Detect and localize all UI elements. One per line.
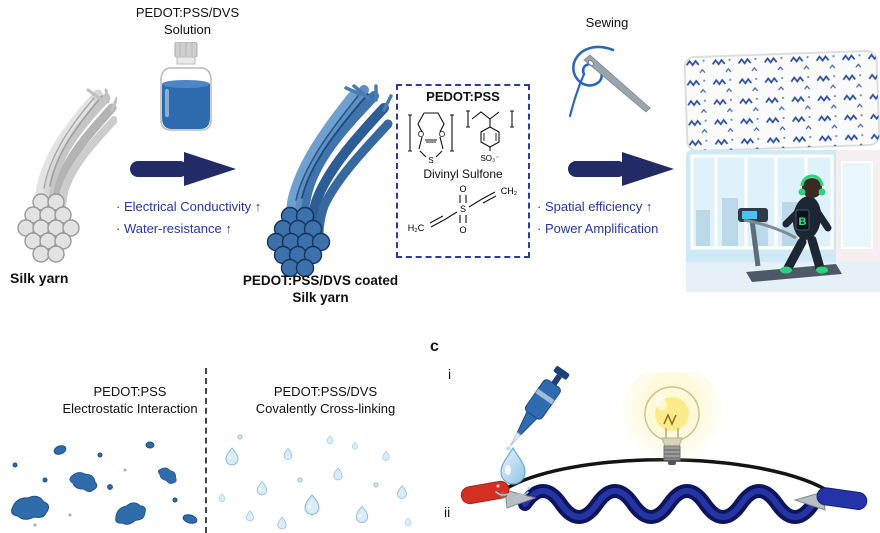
divinyl-sulfone-structure-icon: S O O CH₂ H₂C	[408, 184, 518, 235]
dvs-s: S	[460, 204, 466, 214]
arrow1-note-water: · Water-resistance ↑	[116, 221, 232, 236]
light-bulb-icon	[620, 372, 724, 468]
solution-label-line1: PEDOT:PSS/DVS	[135, 5, 240, 20]
panel-b-right-line2: Covalently Cross-linking	[255, 401, 396, 416]
pipette-icon	[506, 366, 570, 451]
runner-figure: B	[780, 174, 832, 274]
dvs-o-top: O	[459, 184, 466, 194]
dvs-o-bottom: O	[459, 225, 466, 235]
circuit-illustration	[460, 458, 868, 524]
solution-bottle-icon	[160, 42, 212, 131]
arrow2-notes: · Spatial efficiency ↑ · Power Amplifica…	[537, 196, 658, 240]
workout-scene-image: B	[686, 150, 880, 292]
process-arrow-1-icon	[130, 152, 236, 186]
pss-so3: SO₃⁻	[480, 154, 499, 163]
sewn-yarn-conductor	[518, 484, 820, 524]
solution-label-line2: Solution	[164, 22, 211, 37]
dvs-ch2: CH₂	[501, 186, 518, 196]
panel-c-label: c	[430, 338, 439, 355]
water-drop-icon	[495, 446, 531, 496]
edot-o-right: O	[439, 130, 445, 139]
arrow1-note-conductivity: · Electrical Conductivity ↑	[116, 199, 262, 214]
process-arrow-2-icon	[568, 152, 674, 186]
sewing-needle-icon	[568, 45, 651, 118]
coated-yarn-label: PEDOT:PSS/DVS coated Silk yarn	[228, 272, 413, 306]
pedot-aggregates	[11, 441, 198, 525]
coated-yarn-label-line1: PEDOT:PSS/DVS coated	[242, 273, 399, 288]
panel-b-right-line1: PEDOT:PSS/DVS	[273, 384, 378, 399]
panel-b-right-caption: PEDOT:PSS/DVS Covalently Cross-linking	[228, 383, 423, 417]
blue-alligator-clip-icon	[793, 487, 868, 511]
silk-yarn-label: Silk yarn	[10, 270, 69, 286]
silk-yarn-illustration	[17, 88, 117, 263]
coated-yarn-illustration	[266, 84, 393, 278]
arrow2-note-power: · Power Amplification	[537, 221, 659, 236]
panel-b-illustration	[11, 434, 412, 530]
panel-b-divider	[205, 368, 207, 533]
coated-yarn-label-line2: Silk yarn	[292, 290, 349, 305]
divinyl-sulfone-label: Divinyl Sulfone	[423, 167, 503, 181]
panel-b-left-line2: Electrostatic Interaction	[62, 401, 198, 416]
pedot-pss-structure-icon: O O S SO₃⁻	[408, 110, 514, 165]
panel-b-left-line1: PEDOT:PSS	[93, 384, 167, 399]
panel-c-sub-ii: ii	[444, 504, 451, 520]
panel-b-left-caption: PEDOT:PSS Electrostatic Interaction	[25, 383, 235, 417]
edot-o-left: O	[418, 130, 424, 139]
arrow1-notes: · Electrical Conductivity ↑ · Water-resi…	[116, 196, 261, 240]
sewn-fabric-image	[683, 50, 880, 152]
water-droplets	[218, 434, 412, 530]
edot-s: S	[428, 156, 433, 165]
dvs-h2c: H₂C	[408, 223, 425, 233]
chemistry-box: PEDOT:PSS O O S SO₃⁻ Divin	[396, 84, 530, 258]
panel-c-sub-i: i	[448, 366, 452, 382]
solution-label: PEDOT:PSS/DVS Solution	[110, 4, 265, 38]
sewing-label: Sewing	[585, 15, 629, 30]
arrow2-note-spatial: · Spatial efficiency ↑	[537, 199, 653, 214]
phone-screen-letter: B	[799, 216, 807, 228]
chem-box-title: PEDOT:PSS	[426, 89, 500, 104]
